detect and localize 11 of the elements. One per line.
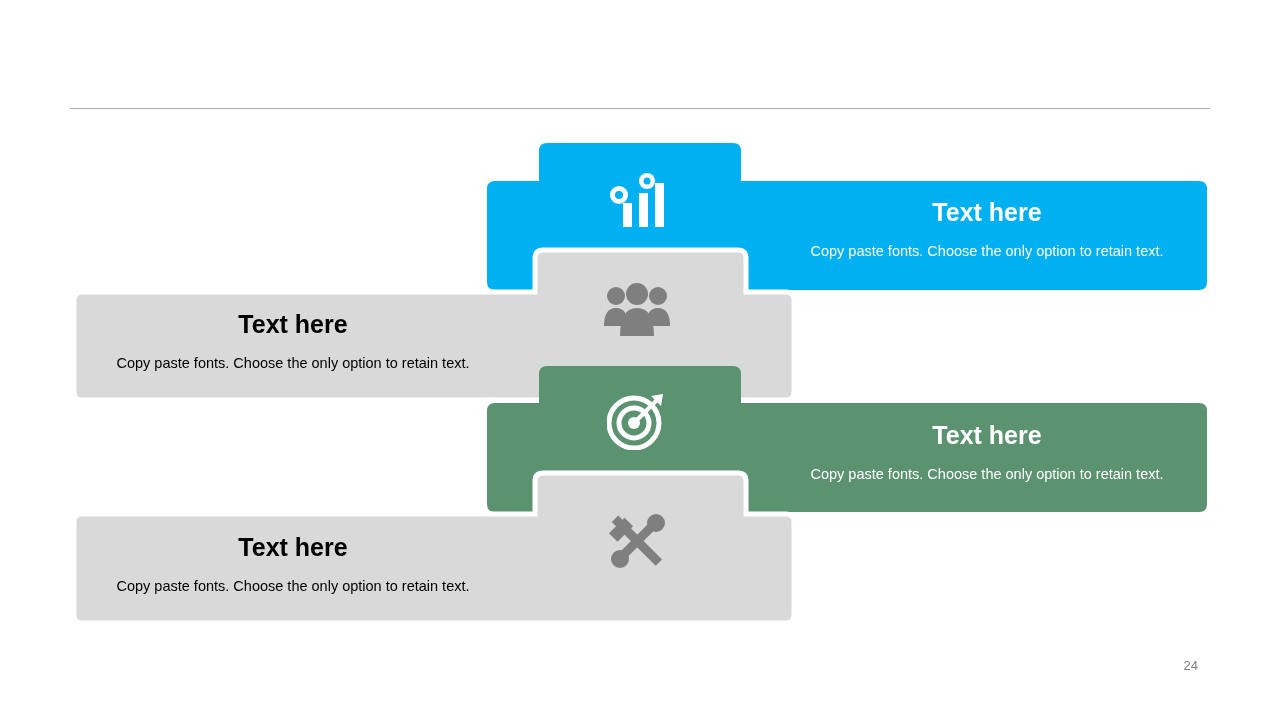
card-heading: Text here — [932, 198, 1042, 227]
tabbed-card — [74, 250, 794, 400]
card-heading: Text here — [238, 310, 348, 339]
card-description: Copy paste fonts. Choose the only option to retain text. — [116, 578, 470, 594]
card-description: Copy paste fonts. Choose the only option to retain text. — [810, 243, 1164, 259]
card-description: Copy paste fonts. Choose the only option to retain text. — [116, 355, 470, 371]
card-heading: Text here — [238, 533, 348, 562]
card-description: Copy paste fonts. Choose the only option to retain text. — [810, 466, 1164, 482]
tabbed-card — [74, 473, 794, 623]
card-heading: Text here — [932, 421, 1042, 450]
page-number: 24 — [1183, 658, 1198, 673]
